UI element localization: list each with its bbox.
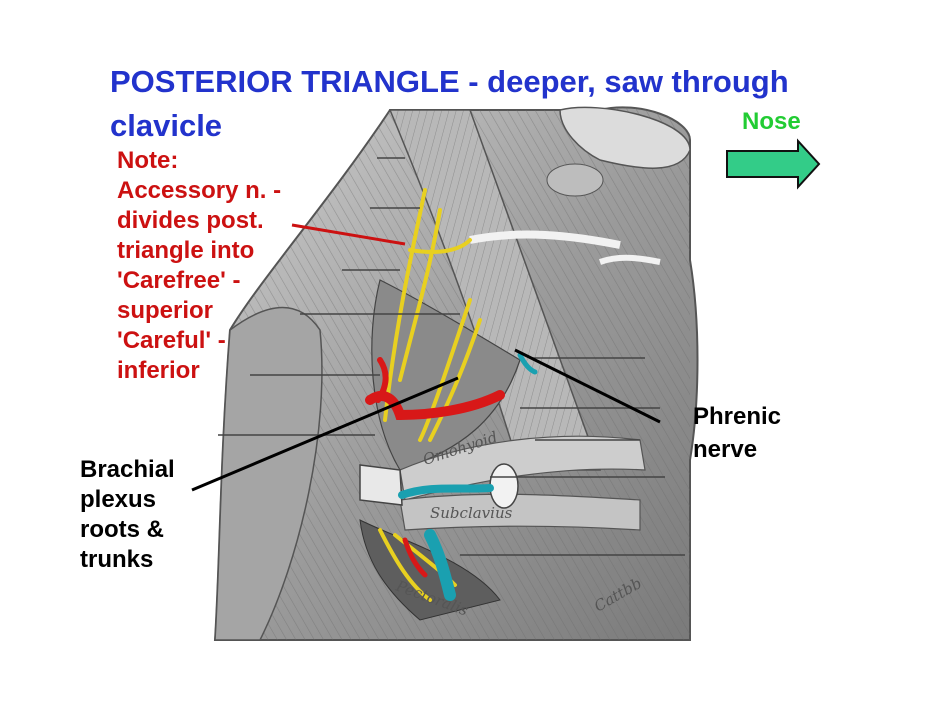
brachial-line: roots & [80, 516, 164, 543]
brachial-plexus-pointer [191, 376, 459, 492]
note-line: inferior [117, 357, 200, 384]
note-line: Note: [117, 147, 179, 174]
phrenic-nerve-label: Phrenic nerve [693, 400, 781, 466]
clavicle-cut-right [489, 463, 519, 509]
phrenic-line: nerve [693, 436, 758, 463]
nose-label: Nose [742, 108, 801, 135]
title-line-1: POSTERIOR TRIANGLE - deeper, saw through [110, 64, 789, 99]
brachial-line: plexus [80, 486, 157, 513]
accessory-nerve-pointer [291, 223, 406, 246]
veins [398, 352, 538, 601]
title-line-2: clavicle [110, 108, 223, 143]
phrenic-nerve-pointer [514, 348, 661, 424]
right-arrow-icon [726, 138, 821, 190]
note-line: Accessory n. - [117, 177, 282, 204]
label-leader-lines [218, 157, 685, 556]
phrenic-line: Phrenic [693, 403, 782, 430]
jaw-region [559, 106, 691, 169]
accessory-nerve-note: Note: Accessory n. - divides post. trian… [117, 146, 281, 386]
tendon-strap [469, 230, 621, 249]
gland [546, 163, 604, 197]
note-line: triangle into [117, 237, 255, 264]
tendon-strap-2 [599, 254, 661, 265]
note-line: divides post. [117, 207, 264, 234]
brachial-plexus-label: Brachial plexus roots & trunks [80, 455, 175, 575]
slide-title: POSTERIOR TRIANGLE - deeper, saw through… [110, 60, 789, 148]
artery [365, 357, 505, 578]
brachial-line: trunks [80, 546, 154, 573]
scm-fibers [390, 110, 600, 470]
brachial-line: Brachial [80, 456, 175, 483]
note-line: superior [117, 297, 214, 324]
trapezius-muscle [214, 306, 323, 641]
subclavius-muscle [399, 493, 641, 531]
note-line: 'Careful' - [117, 327, 226, 354]
note-line: 'Carefree' - [117, 267, 241, 294]
clavicle-cut-left [359, 464, 403, 506]
subclavius-engraved-label: Subclavius [430, 504, 513, 522]
